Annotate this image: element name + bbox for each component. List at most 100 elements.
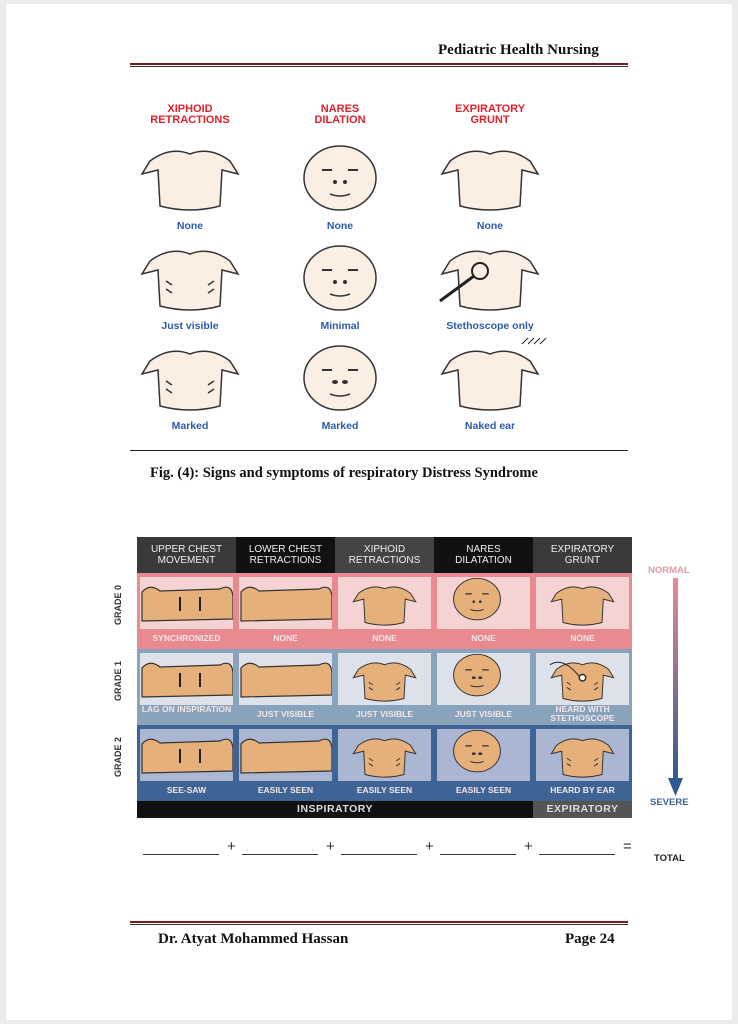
grade-label-text: SYNCHRONIZED: [152, 633, 221, 643]
infant-face-illustration: [280, 136, 400, 216]
header-line1: XIPHOID: [363, 544, 406, 555]
plus-sign: +: [326, 838, 335, 855]
sign-label: None: [326, 220, 354, 232]
grade-label: GRADE 0: [113, 585, 123, 626]
face-illustration: [437, 653, 530, 705]
grade-label-text: HEARD BY EAR: [550, 785, 615, 795]
grade-label: GRADE 1: [113, 661, 123, 702]
inspiratory-label: INSPIRATORY: [137, 801, 533, 818]
chest-icon: [140, 250, 240, 311]
chest-icon: [140, 150, 240, 211]
column-title-line1: XIPHOID: [167, 103, 213, 115]
face-icon: [453, 577, 501, 621]
chest-icon: [141, 662, 234, 698]
grade-label-text: LAG ON INSPIRATION: [141, 704, 232, 714]
chest-icon: [439, 250, 540, 311]
sign-label: Marked: [321, 420, 359, 432]
chest-illustration: [338, 653, 431, 705]
sign-label: Just visible: [161, 320, 219, 332]
sign-label: Minimal: [320, 320, 360, 332]
face-icon: [453, 653, 501, 697]
sign-label: Naked ear: [464, 420, 516, 432]
chest-icon: [352, 586, 417, 626]
chest-icon: [550, 738, 615, 778]
grade-label-text: SEE-SAW: [166, 785, 207, 795]
chest-icon: [550, 586, 615, 626]
column-title-line1: EXPIRATORY: [454, 103, 526, 115]
page-number: Page 24: [565, 931, 615, 947]
scale-severe-label: SEVERE: [650, 797, 689, 808]
score-sum-row: ++++=: [143, 838, 643, 858]
infant-face-illustration: [280, 236, 400, 316]
scale-normal-label: NORMAL: [648, 565, 690, 576]
running-header: Pediatric Health Nursing: [438, 42, 599, 58]
score-blank[interactable]: [143, 854, 219, 855]
grade-label-text: NONE: [273, 633, 298, 643]
score-blank[interactable]: [539, 854, 615, 855]
infant-chest-illustration: [130, 236, 250, 316]
infant-chest-illustration: [130, 336, 250, 416]
header-line1: NARES: [466, 544, 501, 555]
grade-label: GRADE 2: [113, 737, 123, 778]
grade-label-text: NONE: [372, 633, 397, 643]
column-title-line2: GRUNT: [470, 114, 510, 126]
chest-icon: [141, 738, 234, 774]
header-line1: UPPER CHEST: [150, 544, 223, 555]
face-illustration: [437, 729, 530, 781]
score-blank[interactable]: [341, 854, 417, 855]
sign-label: Stethoscope only: [446, 320, 534, 332]
column-title-line2: RETRACTIONS: [150, 114, 230, 126]
header-line2: GRUNT: [564, 555, 601, 566]
figure-rule: [130, 450, 628, 451]
chest-icon: [440, 150, 540, 211]
chest-illustration: [140, 653, 234, 705]
score-blank[interactable]: [440, 854, 516, 855]
infant-chest-illustration: [430, 236, 550, 316]
infant-chest-illustration: [130, 136, 250, 216]
chest-icon: [240, 662, 333, 698]
grade-label-text: NONE: [570, 633, 595, 643]
score-blank[interactable]: [242, 854, 318, 855]
author-name: Dr. Atyat Mohammed Hassan: [158, 931, 349, 947]
chest-icon: [240, 586, 333, 622]
chest-icon: [440, 337, 547, 411]
header-line1: LOWER CHEST: [248, 544, 323, 555]
plus-sign: +: [425, 838, 434, 855]
chest-icon: [352, 738, 417, 778]
face-illustration: [437, 577, 530, 629]
chest-illustration: [338, 729, 431, 781]
grade-label-text: NONE: [471, 633, 496, 643]
chest-illustration: [140, 729, 234, 781]
chest-icon: [141, 586, 234, 622]
chest-illustration: [140, 577, 234, 629]
infant-chest-illustration: [430, 136, 550, 216]
column-title-line1: NARES: [320, 103, 360, 115]
chest-illustration: [338, 577, 431, 629]
chest-icon: [352, 662, 417, 702]
grade-label-text: JUST VISIBLE: [454, 709, 513, 719]
chest-illustration: [239, 577, 333, 629]
grade-row: SYNCHRONIZED NONE NONE NONE NONE: [137, 573, 632, 649]
header-line1: EXPIRATORY: [550, 544, 615, 555]
figure-caption: Fig. (4): Signs and symptoms of respirat…: [150, 465, 538, 481]
face-icon: [303, 345, 377, 411]
infant-chest-illustration: [430, 336, 550, 416]
face-icon: [453, 729, 501, 773]
plus-sign: +: [524, 838, 533, 855]
face-icon: [303, 245, 377, 311]
total-label: TOTAL: [654, 853, 685, 864]
chest-icon: [549, 661, 615, 702]
chest-icon: [240, 738, 333, 774]
